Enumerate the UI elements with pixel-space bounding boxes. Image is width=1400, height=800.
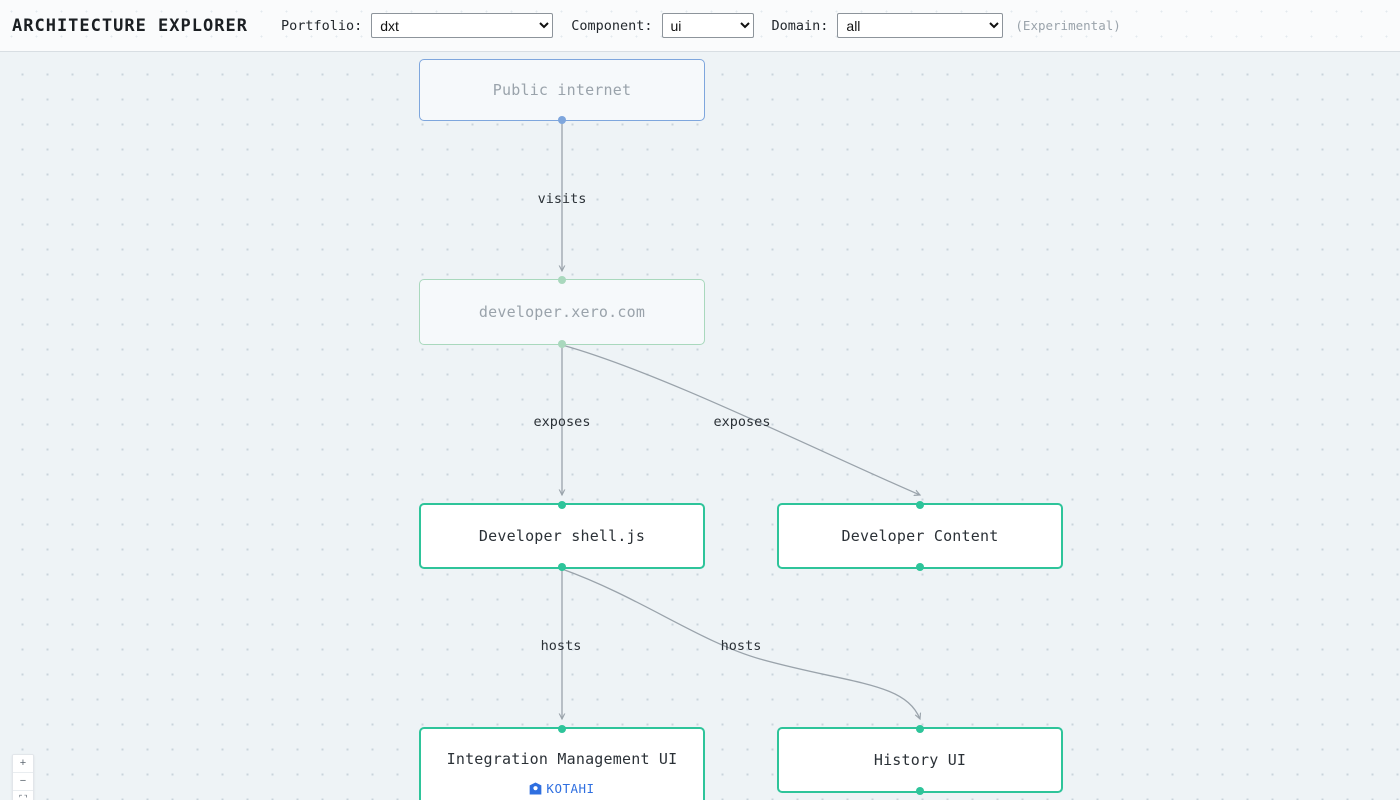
node-integration-management-ui[interactable]: Integration Management UI KOTAHI [419, 725, 705, 800]
edge-layer [0, 121, 1400, 800]
node-label: Developer Content [841, 527, 999, 545]
filter-domain: Domain: all [772, 13, 1004, 38]
domain-select[interactable]: all [837, 13, 1004, 38]
node-developer-xero-com[interactable]: developer.xero.com [419, 276, 705, 348]
portfolio-select[interactable]: dxt [371, 13, 554, 38]
handle-top[interactable] [558, 501, 566, 509]
fit-view-button[interactable]: ⛶ [13, 791, 33, 800]
handle-bottom[interactable] [916, 787, 924, 795]
handle-top[interactable] [558, 725, 566, 733]
diagram-canvas[interactable]: visits exposes exposes hosts hosts Publi… [0, 52, 1400, 800]
node-developer-shell-js[interactable]: Developer shell.js [419, 501, 705, 571]
handle-bottom[interactable] [558, 116, 566, 124]
node-label: Developer shell.js [478, 527, 646, 545]
edge-label-exposes-content: exposes [713, 414, 771, 430]
edge-label-hosts-history: hosts [720, 638, 762, 654]
handle-top[interactable] [916, 725, 924, 733]
component-select[interactable]: ui [661, 13, 754, 38]
page-title: ARCHITECTURE EXPLORER [12, 15, 248, 36]
kotahi-badge: KOTAHI [529, 781, 594, 796]
app-header: ARCHITECTURE EXPLORER Portfolio: dxt Com… [0, 0, 1400, 52]
zoom-in-button[interactable]: + [13, 755, 33, 773]
handle-bottom[interactable] [558, 563, 566, 571]
zoom-out-button[interactable]: − [13, 773, 33, 791]
kotahi-badge-label: KOTAHI [546, 781, 595, 796]
edge-label-exposes-shell: exposes [533, 414, 591, 430]
filter-portfolio-label: Portfolio: [280, 17, 363, 34]
filter-component: Component: ui [571, 13, 754, 38]
handle-bottom[interactable] [916, 563, 924, 571]
node-label: Integration Management UI [446, 750, 678, 768]
filter-domain-label: Domain: [771, 17, 829, 34]
filter-portfolio: Portfolio: dxt [280, 13, 554, 38]
node-history-ui[interactable]: History UI [777, 725, 1063, 795]
edge-label-hosts-integration: hosts [540, 638, 582, 654]
node-label: Public internet [492, 81, 632, 99]
node-label: developer.xero.com [478, 303, 646, 321]
handle-top[interactable] [916, 501, 924, 509]
node-developer-content[interactable]: Developer Content [777, 501, 1063, 571]
edge-label-visits: visits [537, 191, 587, 207]
filter-component-label: Component: [571, 17, 653, 34]
zoom-controls[interactable]: + − ⛶ [12, 754, 34, 800]
experimental-note: (Experimental) [1015, 18, 1121, 33]
handle-top[interactable] [558, 276, 566, 284]
node-label: History UI [873, 751, 967, 769]
node-public-internet[interactable]: Public internet [419, 59, 705, 124]
kotahi-logo-icon [530, 782, 542, 795]
handle-bottom[interactable] [558, 340, 566, 348]
